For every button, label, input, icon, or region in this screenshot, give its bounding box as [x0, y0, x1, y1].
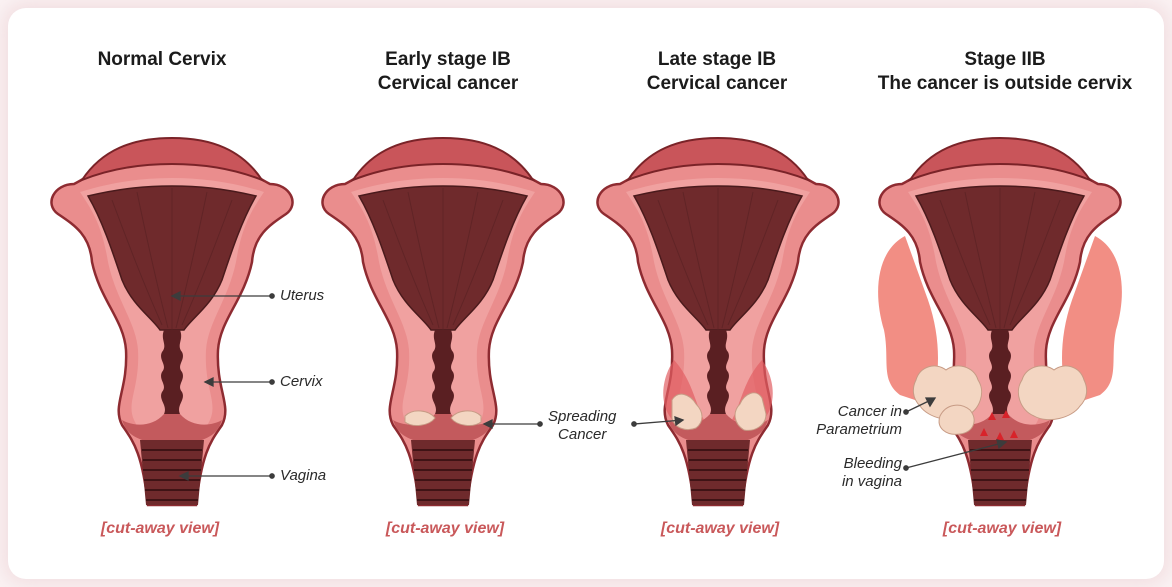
normal-cervix-figure	[51, 138, 292, 505]
caption-normal: [cut-away view]	[60, 520, 260, 538]
label-vagina: Vagina	[280, 467, 326, 485]
stage-iib-figure	[878, 138, 1122, 505]
label-bleeding-in-vagina: Bleeding in vagina	[806, 455, 902, 491]
panel-title-stage-iib: Stage IIB The cancer is outside cervix	[855, 48, 1155, 96]
caption-stage-iib: [cut-away view]	[902, 520, 1102, 538]
late-stage-ib-figure	[597, 138, 838, 505]
panel-title-normal: Normal Cervix	[12, 48, 312, 72]
caption-early-ib: [cut-away view]	[345, 520, 545, 538]
caption-late-ib: [cut-away view]	[620, 520, 820, 538]
label-spreading-cancer: Spreading Cancer	[548, 408, 616, 444]
label-cancer-in-parametrium: Cancer in Parametrium	[806, 403, 902, 439]
panel-title-late-ib: Late stage IB Cervical cancer	[567, 48, 867, 96]
label-uterus: Uterus	[280, 287, 324, 305]
label-cervix: Cervix	[280, 373, 323, 391]
early-stage-ib-figure	[322, 138, 563, 505]
panel-title-early-ib: Early stage IB Cervical cancer	[298, 48, 598, 96]
